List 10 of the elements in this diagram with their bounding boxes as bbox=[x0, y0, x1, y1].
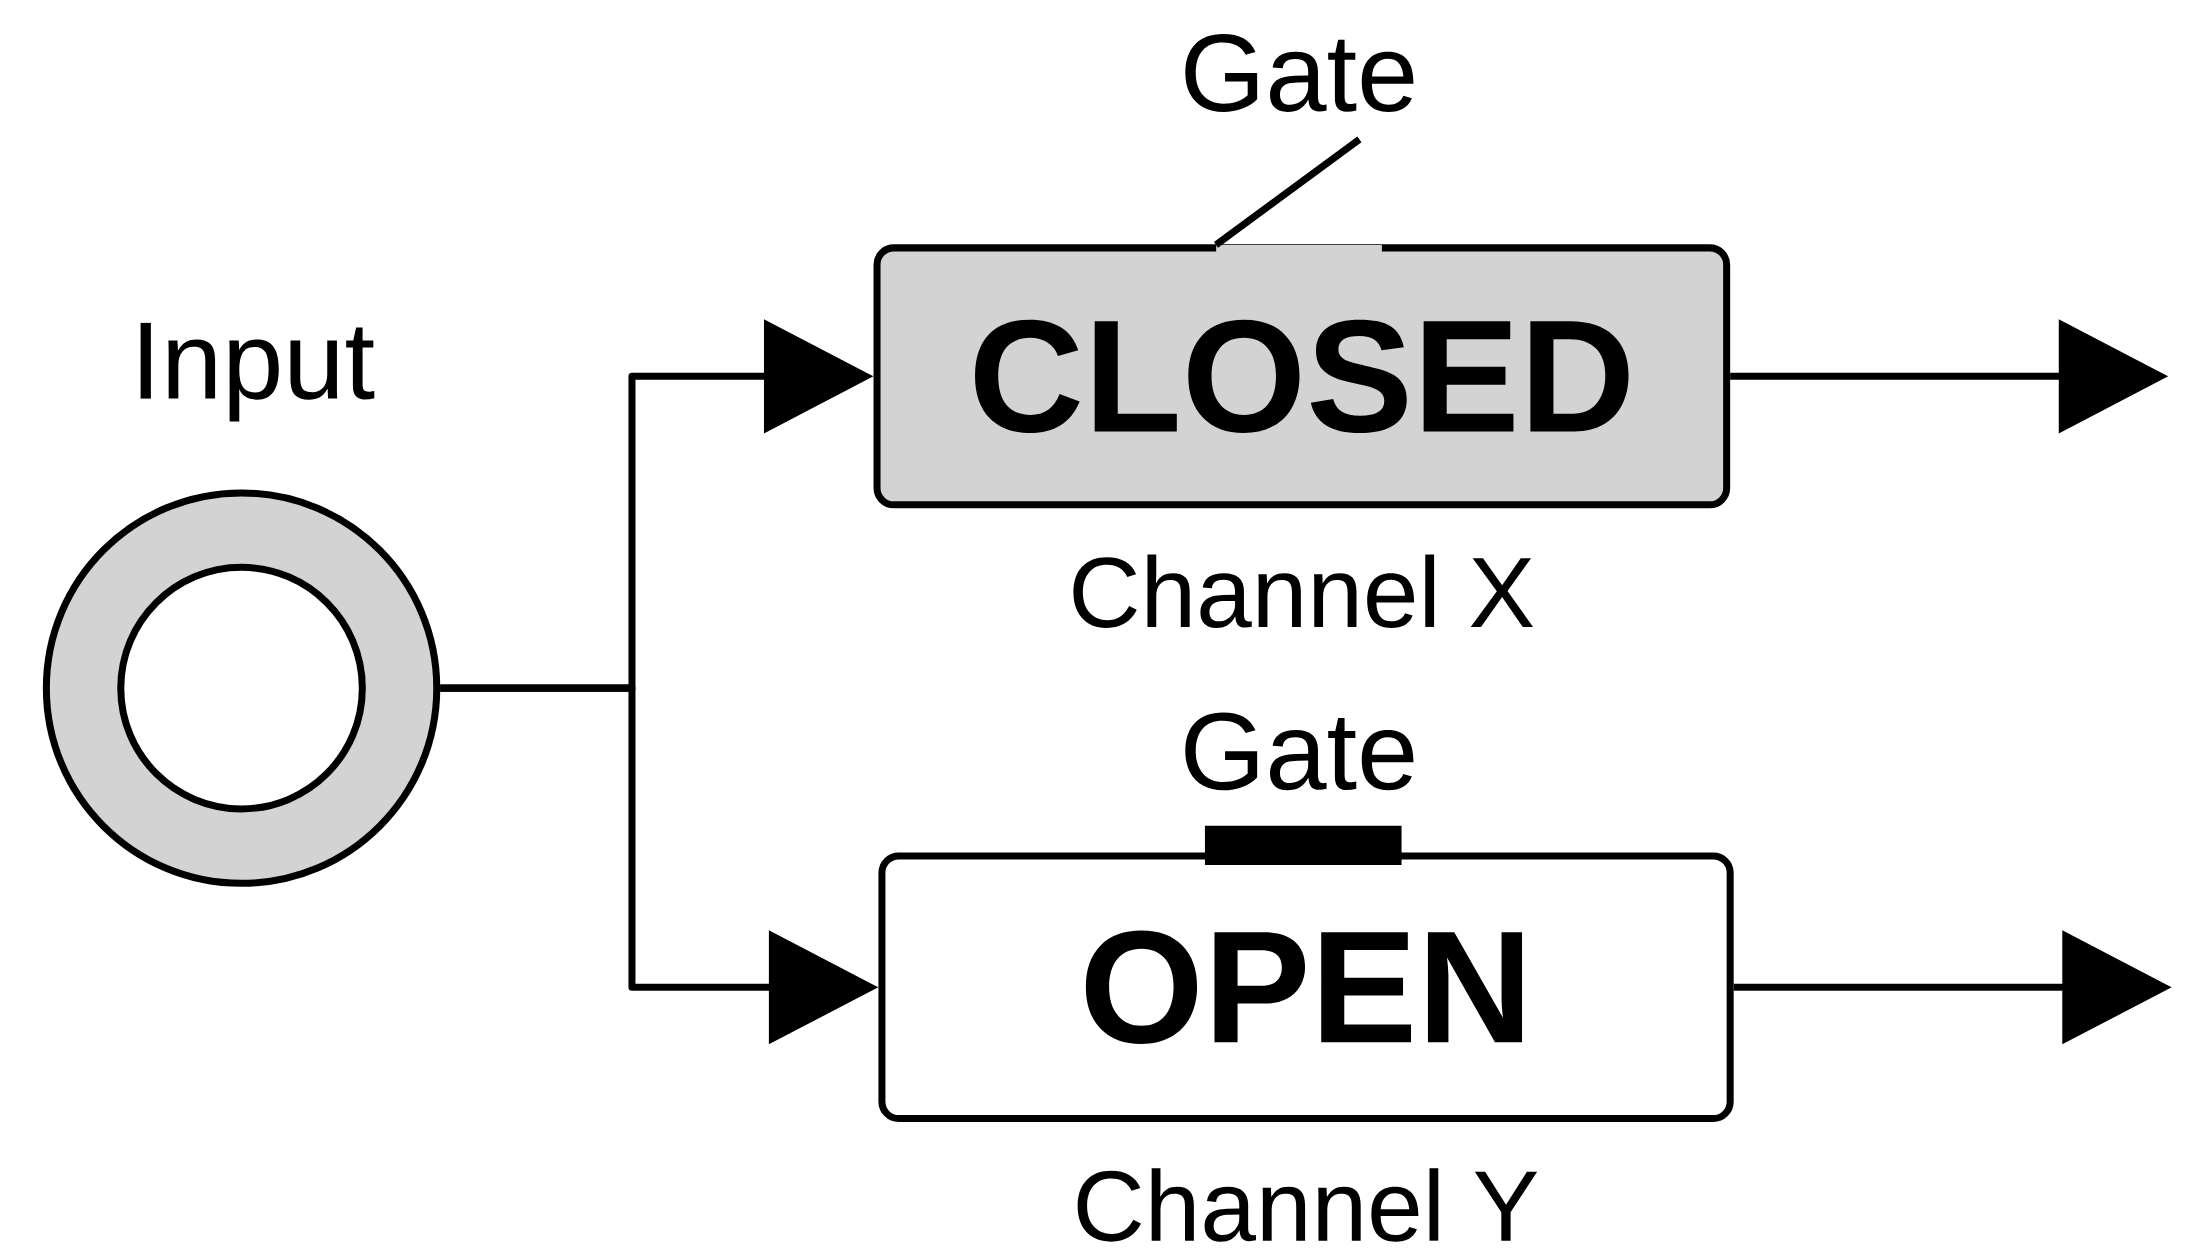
leader-line bbox=[1213, 136, 1362, 248]
gate-box: CLOSED bbox=[873, 244, 1731, 509]
gate-box: OPEN bbox=[878, 852, 1734, 1122]
gate-label: Gate bbox=[1185, 712, 1414, 790]
input-label: Input bbox=[140, 322, 375, 422]
gate-bar bbox=[1204, 825, 1402, 865]
channel-caption: Channel X bbox=[1073, 554, 1534, 628]
channel-caption: Channel Y bbox=[1077, 1168, 1538, 1242]
gate-label: Gate bbox=[1185, 33, 1414, 112]
gate-gap bbox=[1216, 244, 1382, 252]
